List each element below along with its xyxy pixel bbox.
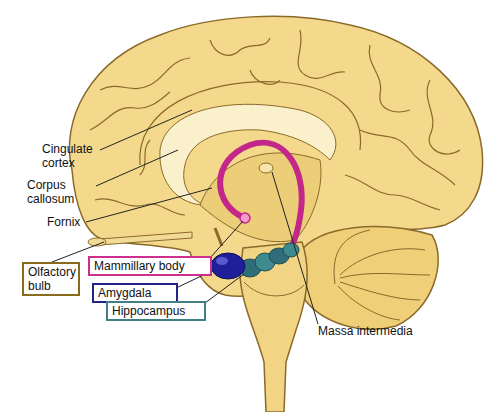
pituitary-stalk [215, 228, 222, 246]
mammillary-body-dot [240, 213, 250, 223]
brainstem [240, 242, 307, 412]
hippocampus-shape [239, 243, 299, 277]
sulcus [360, 130, 455, 185]
folium [340, 273, 430, 278]
label-box: Amygdala [92, 283, 178, 303]
part-label: Fornix [47, 215, 107, 229]
leader-line [96, 150, 178, 186]
label-box: Hippocampus [106, 301, 206, 321]
fornix [220, 143, 302, 256]
sulcus [100, 58, 190, 90]
folium [340, 249, 425, 275]
sulcus [298, 30, 345, 78]
leader-line [210, 221, 243, 258]
label-box: Olfactory bulb [22, 262, 80, 296]
label-box: Mammillary body [88, 256, 212, 276]
folium [334, 230, 370, 284]
sulcus [345, 175, 440, 210]
folium [338, 286, 400, 320]
box-label: Amygdala [98, 286, 172, 300]
cerebellum [300, 227, 438, 330]
massa-intermedia-oval [259, 163, 273, 173]
box-label: Mammillary body [94, 259, 206, 273]
part-label: Massa intermedia [318, 324, 458, 338]
part-label: Corpus callosum [27, 178, 89, 206]
amygdala-highlight [216, 257, 228, 265]
leader-line [100, 110, 192, 150]
olfactory-tract [100, 232, 192, 245]
box-label: Olfactory bulb [28, 265, 74, 293]
part-label: Cingulate cortex [42, 142, 102, 170]
sulcus [369, 45, 410, 112]
amygdala-shape [211, 253, 245, 279]
box-label: Hippocampus [112, 304, 200, 318]
leader-line [272, 172, 318, 324]
sulcus [210, 38, 270, 55]
leader-line [86, 188, 212, 222]
sulcus [427, 80, 460, 154]
cerebellar-folia [334, 230, 430, 320]
leader-line [205, 274, 244, 303]
pons-line [244, 282, 304, 296]
folium [340, 282, 420, 300]
